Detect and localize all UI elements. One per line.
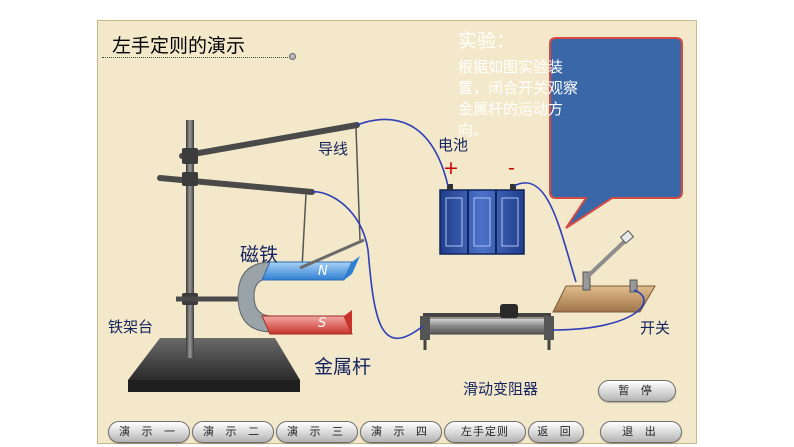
clamp-upper-icon [182,148,198,164]
hanging-wire-right [355,127,361,241]
back-button[interactable]: 返 回 [528,421,584,443]
instruction-bubble [549,37,683,229]
switch-label: 开关 [640,319,671,337]
instruction-body: 根据如图实验装置，闭合开关观察金属杆的运动方向。 [458,58,579,139]
battery-pack [439,189,525,255]
wire-switch-to-rheostat [551,289,645,331]
wire-battery-to-switch [513,182,577,283]
battery-terminal-neg [510,184,516,190]
exit-button[interactable]: 退 出 [600,421,682,443]
title-divider [102,57,292,58]
battery-minus-label: - [508,157,515,179]
demo-3-button[interactable]: 演 示 三 [276,421,358,443]
stand-base-side [128,380,300,392]
switch-handle[interactable] [619,230,635,244]
demo-2-button[interactable]: 演 示 二 [192,421,274,443]
rheostat-label: 滑动变阻器 [463,380,539,398]
rheostat-coil [427,317,547,335]
magnet-south-arm [261,315,353,335]
south-pole-label: S [318,316,327,331]
demo-4-button[interactable]: 演 示 四 [360,421,442,443]
wire-arm-to-battery [356,118,449,187]
instruction-text: 实验： 根据如图实验装置，闭合开关观察金属杆的运动方向。 [458,26,580,141]
north-pole-label: N [318,264,328,279]
rheostat-end-right [544,316,554,340]
stand-upper-arm [179,122,360,159]
battery-cell-3 [501,197,519,247]
clamp-lower-icon [182,172,198,186]
switch-base [552,285,656,313]
battery-plus-label: + [443,157,459,179]
stand-pole [186,120,194,358]
magnet-north-face [344,256,360,280]
hanging-wire-left [301,193,307,269]
instruction-heading: 实验： [458,30,516,52]
title-dot-icon [289,53,296,60]
left-hand-rule-button[interactable]: 左手定则 [444,421,526,443]
wire-rheostat-to-stand [311,191,424,340]
metal-rod [299,238,365,270]
rheostat-end-left [420,316,430,340]
pause-button[interactable]: 暂 停 [598,380,676,402]
magnet-south-face [344,310,352,334]
battery-cell-2 [473,197,491,247]
rheostat-slider[interactable] [500,304,518,318]
switch-post-2 [629,279,638,293]
stand-label: 铁架台 [108,318,154,336]
switch-post-1 [582,271,591,291]
stand-base [128,338,300,380]
demo-1-button[interactable]: 演 示 一 [108,421,190,443]
battery-terminal-pos [447,184,453,190]
magnet-label: 磁铁 [240,244,279,266]
switch-blade[interactable] [586,238,628,278]
battery-cell-1 [445,197,463,247]
rod-label: 金属杆 [314,356,372,378]
battery-label: 电池 [438,136,469,154]
page-title: 左手定则的演示 [112,35,246,57]
wire-label: 导线 [318,140,349,158]
rheostat-rail [423,313,551,317]
